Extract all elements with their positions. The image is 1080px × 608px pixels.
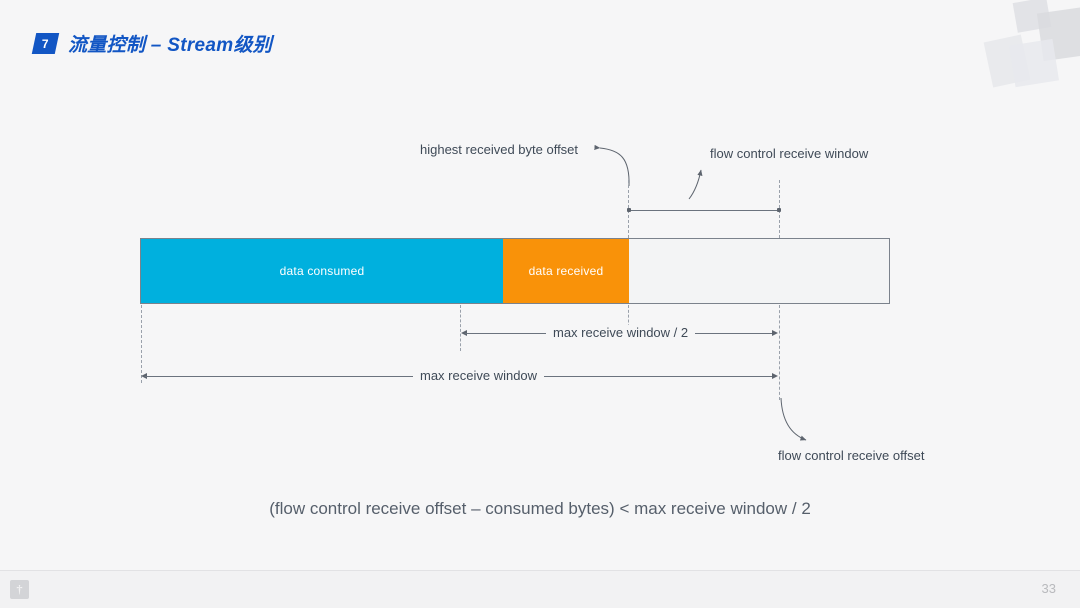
page-number: 33 xyxy=(1041,581,1056,596)
arrowhead-full-right xyxy=(772,373,778,379)
segment-data-consumed: data consumed xyxy=(141,239,503,303)
brand-logo-icon: † xyxy=(10,580,29,599)
dimline-flow-control-receive-window xyxy=(630,210,778,211)
guide-bar-left xyxy=(141,305,142,383)
label-flow-control-receive-window: flow control receive window xyxy=(710,146,869,161)
arrowhead-half-right xyxy=(772,330,778,336)
dimlabel-max-receive-window-half: max receive window / 2 xyxy=(546,325,696,340)
receive-buffer-bar: data consumed data received xyxy=(140,238,890,304)
arrow-flow-control-receive-offset xyxy=(780,397,807,441)
guide-highest-offset-bottom xyxy=(628,305,629,337)
arrow-flow-control-receive-window xyxy=(688,169,703,200)
arrow-highest-received-byte-offset xyxy=(594,144,630,187)
dimcap-fcw-left xyxy=(627,208,631,212)
dimcap-fcw-right xyxy=(777,208,781,212)
arrowhead-full-left xyxy=(141,373,147,379)
label-flow-control-receive-offset: flow control receive offset xyxy=(778,448,925,463)
arrowhead-half-left xyxy=(461,330,467,336)
slide-title-row: 7 流量控制 – Stream级别 xyxy=(31,30,273,56)
segment-label-data-consumed: data consumed xyxy=(279,264,365,278)
segment-data-received: data received xyxy=(503,239,629,303)
guide-receive-offset-bottom xyxy=(779,305,780,400)
guide-half-window xyxy=(460,305,461,351)
page-title: 流量控制 – Stream级别 xyxy=(68,34,273,56)
formula-text: (flow control receive offset – consumed … xyxy=(269,499,811,518)
dimlabel-max-receive-window: max receive window xyxy=(413,368,545,383)
segment-label-data-received: data received xyxy=(528,264,604,278)
label-highest-received-byte-offset: highest received byte offset xyxy=(420,142,579,157)
slide-footer: † 33 xyxy=(0,570,1080,608)
